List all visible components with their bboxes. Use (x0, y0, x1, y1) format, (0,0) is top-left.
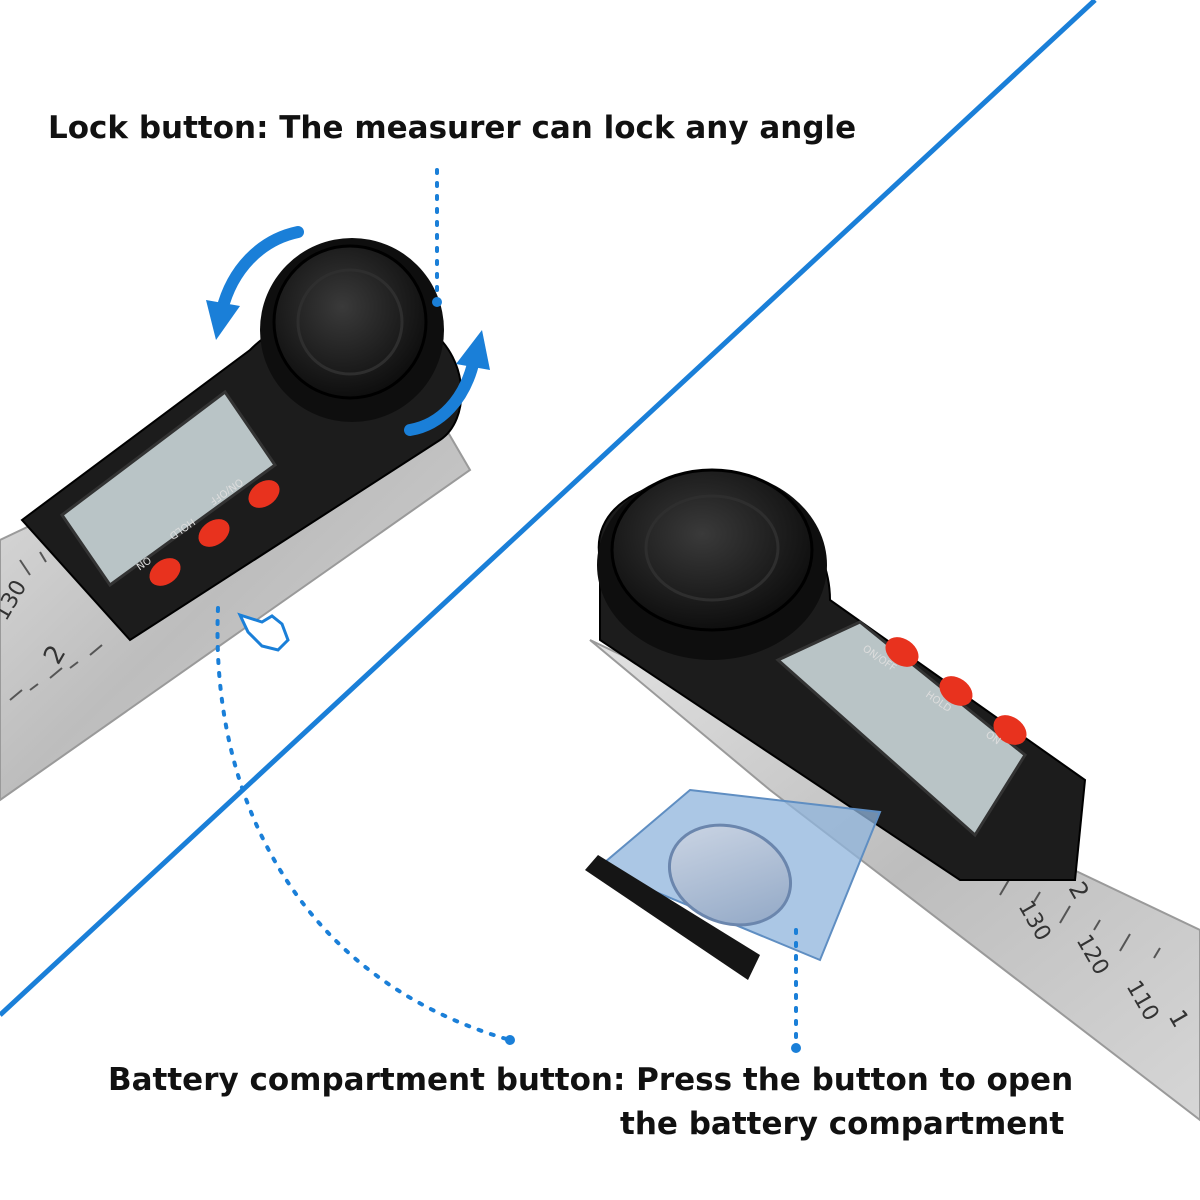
left-hold-button (198, 519, 230, 547)
right-hold-button (939, 676, 973, 706)
left-on-button (149, 558, 181, 586)
right-onoff-button (885, 637, 919, 667)
rotate-arrow-head-left (206, 300, 240, 340)
left-lock-knob (260, 238, 444, 422)
coin-battery-icon (667, 823, 793, 927)
left-device: 130 2 ON HOLD ON/OFF (0, 226, 490, 802)
rotate-arrows-icon (216, 226, 480, 436)
right-ruler-ticks (999, 877, 1161, 959)
right-on-button (993, 715, 1027, 745)
lock-button-caption: Lock button: The measurer can lock any a… (48, 110, 857, 146)
battery-tray-cap (585, 855, 760, 980)
battery-button-caption-line2: the battery compartment (620, 1106, 1065, 1142)
lock-leader-dot (432, 297, 442, 307)
right-lcd-screen (775, 620, 1027, 838)
rotate-arrow-head-right (456, 330, 490, 370)
pointing-hand-icon (237, 612, 290, 652)
right-lock-knob (597, 468, 827, 660)
battery-button-caption-line1: Battery compartment button: Press the bu… (108, 1062, 1074, 1098)
right-device: 2 130 120 110 1 ON/OFF HOLD ON (585, 468, 1200, 1122)
battery-tray-leader-dot (791, 1043, 801, 1053)
left-lcd-screen (59, 389, 278, 588)
battery-button-leader-curve (215, 606, 512, 1042)
left-onoff-button (248, 480, 280, 508)
battery-button-leader-dot (505, 1035, 515, 1045)
diagonal-divider-line (0, 0, 1097, 1017)
